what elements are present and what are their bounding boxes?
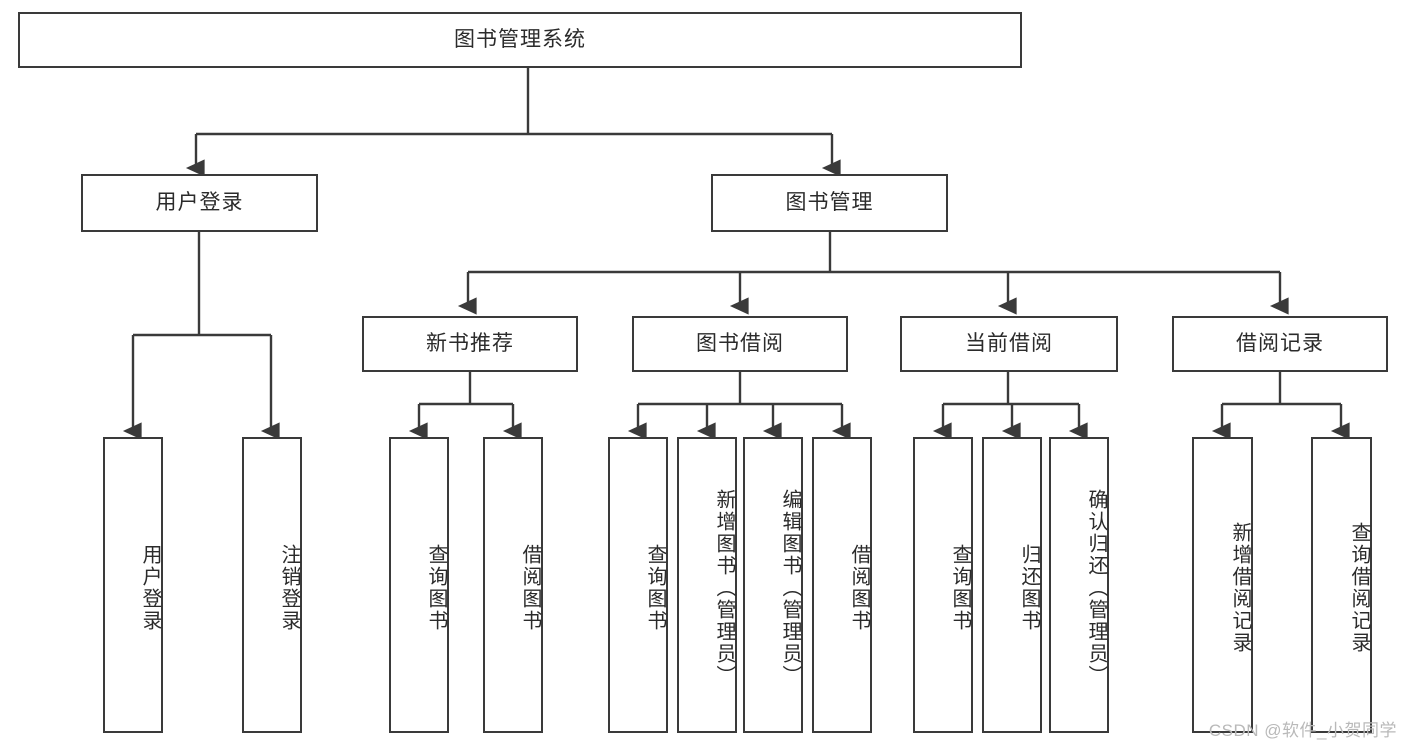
node-root-system[interactable]: 图书管理系统 (18, 12, 1022, 68)
node-leaf-borrow-book-2-label: 借阅图书 (848, 544, 870, 632)
node-leaf-query-record-label: 查询借阅记录 (1348, 522, 1370, 654)
node-leaf-borrow-book-1-label: 借阅图书 (519, 544, 541, 632)
node-current-borrow[interactable]: 当前借阅 (900, 316, 1118, 372)
node-book-borrow-label: 图书借阅 (696, 332, 784, 356)
node-leaf-add-book[interactable]: 新增图书（管理员） (677, 437, 737, 733)
node-leaf-user-login[interactable]: 用户登录 (103, 437, 163, 733)
node-leaf-user-login-label: 用户登录 (139, 544, 161, 632)
node-borrow-record[interactable]: 借阅记录 (1172, 316, 1388, 372)
node-new-book-rec[interactable]: 新书推荐 (362, 316, 578, 372)
node-leaf-edit-book[interactable]: 编辑图书（管理员） (743, 437, 803, 733)
node-leaf-query-book-2-label: 查询图书 (644, 544, 666, 632)
node-borrow-record-label: 借阅记录 (1236, 332, 1324, 356)
node-leaf-edit-book-label: 编辑图书（管理员） (779, 489, 801, 687)
node-leaf-user-logout[interactable]: 注销登录 (242, 437, 302, 733)
node-leaf-query-book-1-label: 查询图书 (425, 544, 447, 632)
node-leaf-add-book-label: 新增图书（管理员） (713, 489, 735, 687)
node-book-borrow[interactable]: 图书借阅 (632, 316, 848, 372)
node-leaf-return-book-label: 归还图书 (1018, 544, 1040, 632)
node-book-mgmt[interactable]: 图书管理 (711, 174, 948, 232)
node-leaf-query-book-3[interactable]: 查询图书 (913, 437, 973, 733)
node-leaf-return-book[interactable]: 归还图书 (982, 437, 1042, 733)
node-leaf-borrow-book-2[interactable]: 借阅图书 (812, 437, 872, 733)
node-user-login-label: 用户登录 (155, 191, 244, 215)
node-leaf-borrow-book-1[interactable]: 借阅图书 (483, 437, 543, 733)
node-book-mgmt-label: 图书管理 (785, 191, 874, 215)
node-leaf-query-book-2[interactable]: 查询图书 (608, 437, 668, 733)
node-leaf-query-record[interactable]: 查询借阅记录 (1311, 437, 1372, 733)
node-new-book-rec-label: 新书推荐 (426, 332, 514, 356)
node-leaf-confirm-return[interactable]: 确认归还（管理员） (1049, 437, 1109, 733)
node-leaf-confirm-return-label: 确认归还（管理员） (1085, 489, 1107, 687)
node-leaf-add-record-label: 新增借阅记录 (1229, 522, 1251, 654)
node-leaf-user-logout-label: 注销登录 (278, 544, 300, 632)
node-current-borrow-label: 当前借阅 (965, 332, 1053, 356)
node-leaf-query-book-1[interactable]: 查询图书 (389, 437, 449, 733)
node-leaf-add-record[interactable]: 新增借阅记录 (1192, 437, 1253, 733)
node-leaf-query-book-3-label: 查询图书 (949, 544, 971, 632)
node-user-login[interactable]: 用户登录 (81, 174, 318, 232)
node-root-system-label: 图书管理系统 (454, 28, 586, 52)
